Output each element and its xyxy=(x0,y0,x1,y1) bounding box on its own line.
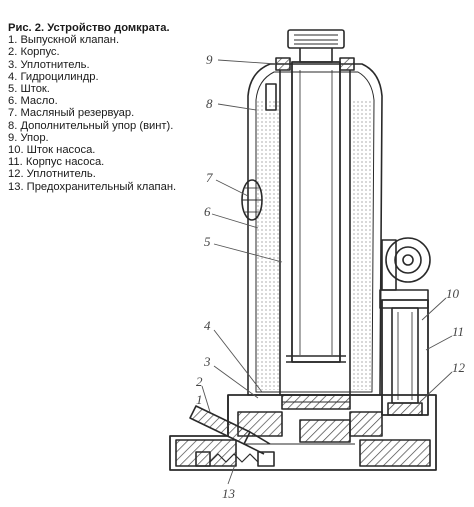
oil-fill-left xyxy=(257,100,279,390)
callout-4: 4 xyxy=(204,318,211,333)
callout-8: 8 xyxy=(206,96,213,111)
callout-6: 6 xyxy=(204,204,211,219)
callout-3: 3 xyxy=(203,354,211,369)
top-seal-left xyxy=(275,57,291,71)
callout-11: 11 xyxy=(452,324,464,339)
callout-9: 9 xyxy=(206,52,213,67)
callout-1: 1 xyxy=(196,392,203,407)
caption-item-8: 8. Дополнительный упор (винт). xyxy=(8,119,174,132)
hydraulic-cylinder xyxy=(279,70,351,395)
caption-item-5: 5. Шток. xyxy=(8,83,50,96)
callout-12: 12 xyxy=(452,360,466,375)
caption-item-2: 2. Корпус. xyxy=(8,46,60,59)
callout-2: 2 xyxy=(196,374,203,389)
extension-screw xyxy=(287,29,345,63)
pump-housing xyxy=(381,299,429,416)
pump-seal xyxy=(387,402,423,416)
safety-valve xyxy=(195,451,275,467)
caption-item-7: 7. Масляный резервуар. xyxy=(8,107,135,120)
support-pad xyxy=(265,83,277,111)
callout-7: 7 xyxy=(206,170,213,185)
oil-reservoir xyxy=(247,63,383,396)
caption-item-3: 3. Уплотнитель. xyxy=(8,58,90,71)
caption-item-12: 12. Уплотнитель. xyxy=(8,168,96,181)
oil-fill-right xyxy=(350,100,372,390)
pump-assembly xyxy=(379,237,431,416)
leader-lines xyxy=(201,59,453,485)
caption-item-1: 1. Выпускной клапан. xyxy=(8,34,120,47)
caption-item-11: 11. Корпус насоса. xyxy=(8,156,105,169)
caption-item-6: 6. Масло. xyxy=(8,95,58,108)
callout-10: 10 xyxy=(446,286,460,301)
caption-item-13: 13. Предохранительный клапан. xyxy=(8,180,177,193)
piston-rod xyxy=(286,61,346,363)
callout-5: 5 xyxy=(204,234,211,249)
release-valve xyxy=(189,405,271,455)
caption-item-10: 10. Шток насоса. xyxy=(8,144,96,157)
figure-caption: Рис. 2. Устройство домкрата. 1. Выпускно… xyxy=(8,22,208,193)
oil-level-indicator xyxy=(241,179,263,221)
callout-13: 13 xyxy=(222,486,236,501)
caption-item-4: 4. Гидроцилиндр. xyxy=(8,70,99,83)
caption-title: Рис. 2. Устройство домкрата. xyxy=(8,22,170,34)
pump-piston-rod xyxy=(391,307,419,404)
top-seal-right xyxy=(339,57,355,71)
caption-item-9: 9. Упор. xyxy=(8,131,49,144)
